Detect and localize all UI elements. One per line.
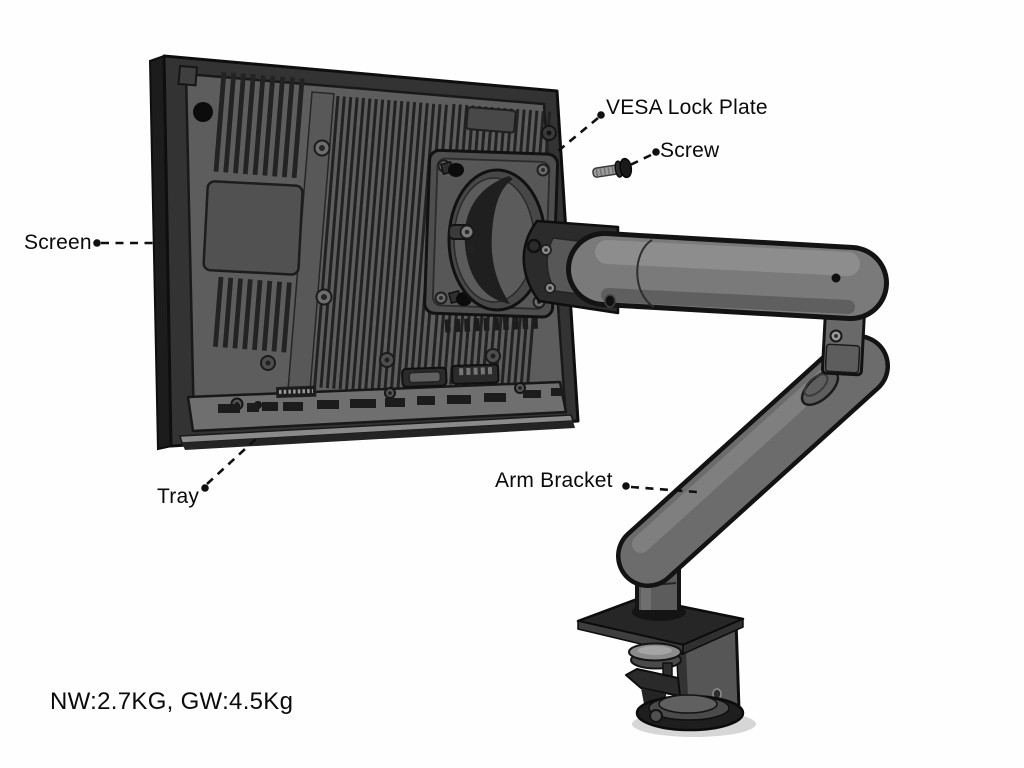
panel-screw-center: [321, 294, 327, 300]
head-screw-center: [548, 286, 552, 290]
vesa-hole-center: [439, 296, 443, 300]
foot-nut: [649, 709, 663, 723]
upper-arm-shadow: [601, 288, 855, 314]
label-arm-bracket: Arm Bracket: [495, 469, 613, 492]
screw-threads: [595, 166, 615, 177]
leader-lines: [101, 116, 698, 494]
upper-arm-seam: [636, 239, 655, 308]
desk-plate-side: [682, 617, 744, 656]
latch-screw-center: [464, 229, 470, 235]
port-labels: [218, 388, 565, 413]
cable-hole: [193, 102, 213, 122]
elbow-lower: [824, 343, 861, 374]
desk-clamp-base: [576, 552, 756, 737]
arm-recess-inner: [803, 373, 829, 397]
arm-pin: [831, 273, 841, 283]
upper-arm: [571, 236, 884, 316]
elbow-screw-center: [834, 334, 838, 338]
leader-dot-screen: [93, 239, 101, 247]
lock-screw-part: [592, 157, 633, 179]
recessed-panel: [202, 180, 304, 276]
io-port-strip: [186, 380, 568, 433]
lock-knob: [448, 163, 464, 177]
screw-head: [619, 157, 633, 179]
clamp-screw-highlight: [638, 646, 672, 655]
panel-screw-center: [490, 353, 496, 359]
vent-group-top-left: [213, 71, 305, 179]
arm-plug: [604, 294, 616, 308]
label-vesa-lock-plate: VESA Lock Plate: [606, 96, 768, 119]
vga-port: [401, 366, 448, 388]
base-foot-top: [658, 694, 718, 714]
leader-arm-bracket: [630, 485, 698, 494]
vesa-lock-plate-part: [423, 148, 560, 319]
panel-screw-center: [265, 360, 271, 366]
upper-arm-highlight: [595, 240, 860, 276]
leader-tray: [206, 437, 258, 485]
head-hook: [526, 238, 542, 254]
vesa-hole-center: [541, 168, 545, 172]
clamp-lever: [625, 668, 681, 697]
leader-dot-arm-bracket: [622, 482, 630, 490]
panel-screw-center: [546, 130, 552, 136]
elbow-joint: [820, 307, 866, 377]
head-screw-center: [544, 248, 548, 252]
vent-row-small: [444, 315, 541, 333]
leader-dot-tray: [201, 484, 209, 492]
leader-dots: [93, 111, 660, 492]
latch-slot: [468, 246, 474, 253]
corner-notch: [177, 64, 199, 87]
rotation-cam: [464, 176, 513, 304]
leader-screw: [627, 153, 652, 168]
label-tray: Tray: [157, 485, 200, 508]
vent-group-bottom-left: [212, 276, 302, 354]
tray-bottom-edge: [182, 421, 575, 450]
arm-bracket-part: [616, 334, 890, 588]
panel-screw-center: [319, 145, 325, 151]
label-screw: Screw: [660, 139, 720, 162]
leader-dot-vesa: [597, 111, 605, 119]
label-screen: Screen: [24, 231, 92, 254]
gas-spring-arm: [566, 231, 889, 321]
weight-note: NW:2.7KG, GW:4.5Kg: [50, 688, 294, 715]
panel-screw-center: [384, 357, 390, 363]
label-plate: [465, 106, 517, 134]
leader-vesa: [551, 116, 599, 158]
leader-dot-screw: [652, 148, 660, 156]
io-connector: [451, 363, 500, 385]
